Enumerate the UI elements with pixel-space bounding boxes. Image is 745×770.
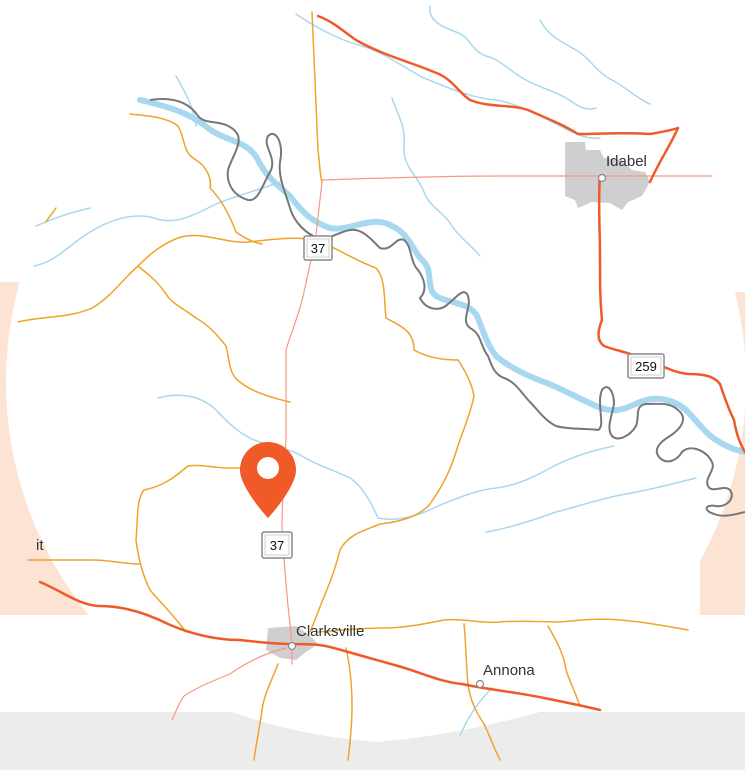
minor-road-sw — [171, 647, 287, 721]
creek-south-3 — [485, 477, 697, 533]
shield-number: 37 — [311, 241, 325, 256]
pin-body — [240, 442, 296, 518]
creek-mid-2 — [175, 75, 197, 127]
roads — [17, 11, 689, 761]
shield-inner — [306, 238, 330, 258]
road-14 — [311, 11, 323, 183]
creek-south-2 — [377, 445, 615, 520]
highway-east — [648, 126, 680, 184]
creek-north-2 — [429, 5, 597, 110]
road-1 — [17, 234, 459, 361]
road-6 — [309, 523, 381, 633]
map-pin-icon[interactable] — [240, 442, 296, 518]
route-shield-37-north: 37 — [303, 235, 333, 261]
road-2 — [137, 265, 291, 403]
route-shield-259: 259 — [627, 353, 665, 379]
route-shield-37-south: 37 — [261, 531, 293, 559]
place-label-clarksville[interactable]: Clarksville — [296, 623, 364, 640]
town-dot-clarksville — [287, 641, 297, 651]
road-11 — [547, 625, 581, 707]
state-border — [149, 98, 745, 517]
highway-south — [38, 580, 602, 712]
place-label-annona[interactable]: Annona — [483, 662, 535, 679]
creek-west-2 — [35, 207, 91, 227]
highway-north — [316, 14, 680, 136]
creek-mid-1 — [391, 97, 481, 257]
road-13 — [253, 663, 279, 761]
road-12 — [345, 647, 353, 761]
pin-hole — [257, 457, 279, 479]
road-10 — [463, 623, 501, 761]
map-disc — [6, 12, 745, 752]
shield-inner — [264, 534, 290, 556]
shield-inner — [630, 356, 662, 376]
creek-north-1 — [295, 13, 601, 140]
minor-road-east — [321, 175, 713, 181]
red-river — [137, 97, 745, 455]
creek-west-1 — [33, 181, 281, 267]
footer-disc-edge — [232, 712, 540, 742]
road-8 — [27, 559, 141, 565]
town-dot-annona — [475, 679, 485, 689]
road-9 — [317, 618, 689, 633]
road-5 — [379, 359, 475, 525]
place-label-idabel[interactable]: Idabel — [606, 153, 647, 170]
shield-number: 259 — [635, 359, 657, 374]
place-label-partial-west: it — [36, 537, 44, 554]
road-4 — [129, 113, 263, 245]
town-dot-idabel — [597, 173, 607, 183]
shield-number: 37 — [270, 538, 284, 553]
road-3 — [45, 207, 57, 223]
road-7 — [135, 464, 287, 633]
creek-south-4 — [459, 687, 493, 737]
creek-north-3 — [539, 19, 651, 105]
